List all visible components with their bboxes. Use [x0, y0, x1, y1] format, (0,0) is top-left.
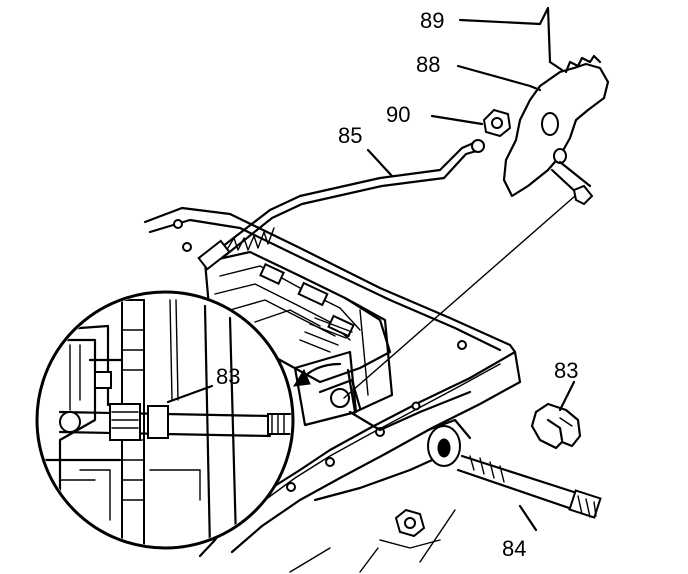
- callout-85: 85: [338, 123, 362, 148]
- callout-88: 88: [416, 52, 440, 77]
- callout-83-inset: 83: [216, 364, 240, 389]
- inset-magnified-view: [35, 290, 295, 550]
- detent-cable-85: [197, 139, 485, 271]
- transmission-case: [143, 206, 522, 573]
- callout-90: 90: [386, 102, 410, 127]
- callout-89: 89: [420, 8, 444, 33]
- callout-83-right: 83: [554, 358, 578, 383]
- manual-lever-88: [502, 54, 610, 206]
- retainer-clip-83: [530, 402, 582, 450]
- callout-84: 84: [502, 536, 526, 561]
- nut-90: [482, 108, 512, 138]
- magnify-arrow: [293, 195, 576, 410]
- manual-shaft-84: [426, 418, 602, 519]
- callout-leaders: [166, 6, 576, 532]
